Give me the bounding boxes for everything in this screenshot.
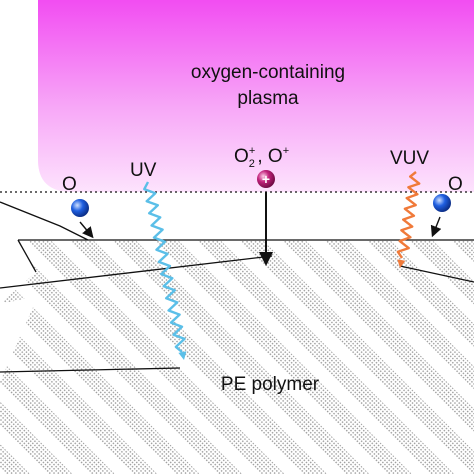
- oxygen-label-right: O: [448, 174, 463, 195]
- uv-arrowhead: [178, 351, 187, 360]
- vuv-arrowhead: [397, 259, 406, 268]
- vuv-wave-arrow: [396, 171, 421, 259]
- crack-line: [0, 255, 273, 289]
- oxygen-arrow-left: [79, 221, 94, 239]
- ion-sign: +: [262, 171, 270, 187]
- oxygen-atom-right: [433, 194, 451, 212]
- plasma-label-line2: plasma: [237, 88, 299, 109]
- plasma-label-line1: oxygen-containing: [191, 62, 345, 83]
- vuv-label: VUV: [390, 148, 429, 169]
- surface-cracks: [0, 201, 474, 373]
- crack-line: [17, 239, 37, 273]
- ions-label: O2+, O+: [234, 145, 289, 170]
- substrate-label: PE polymer: [221, 374, 320, 395]
- polymer-substrate: [0, 240, 474, 474]
- oxygen-atom-left: [71, 199, 89, 217]
- crack-line: [0, 201, 89, 241]
- oxygen-label-left: O: [62, 174, 77, 195]
- oxygen-arrow-right: [430, 216, 442, 238]
- uv-label: UV: [130, 160, 157, 181]
- crack-line: [0, 367, 181, 373]
- ion-particle: [257, 170, 275, 188]
- uv-wave-arrow: [143, 181, 186, 353]
- plasma-region: [38, 0, 474, 192]
- ion-arrowhead: [259, 252, 273, 266]
- crack-line: [399, 265, 474, 283]
